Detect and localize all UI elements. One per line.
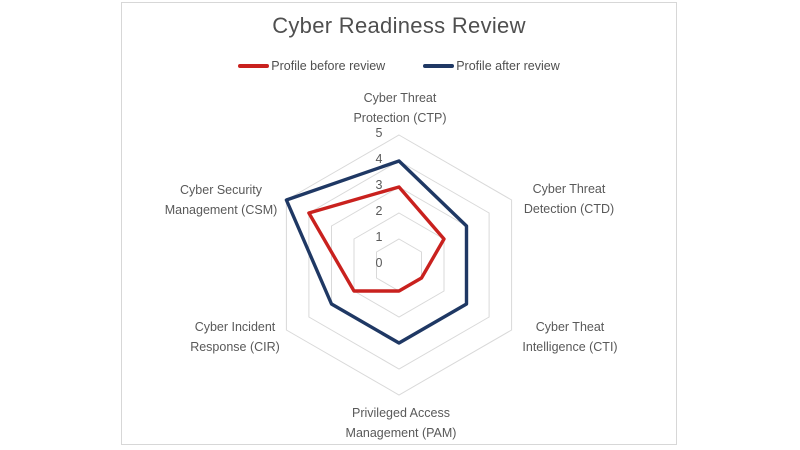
tick-label-4: 4 [376, 152, 383, 166]
legend-item-before: Profile before review [238, 59, 385, 73]
grid-ring-4 [308, 160, 490, 370]
series-polygon-before [307, 185, 446, 293]
grid-ring-3 [331, 186, 467, 344]
legend-swatch-after [423, 64, 455, 68]
tick-label-0: 0 [376, 256, 383, 270]
tick-label-5: 5 [376, 126, 383, 140]
grid-ring-5 [285, 134, 513, 396]
tick-label-3: 3 [376, 178, 383, 192]
chart-title: Cyber Readiness Review [272, 13, 526, 38]
legend-label-before: Profile before review [271, 59, 386, 73]
chart-legend: Profile before review Profile after revi… [121, 59, 677, 73]
tick-label-2: 2 [376, 204, 383, 218]
legend-label-after: Profile after review [456, 59, 560, 73]
legend-swatch-before [238, 64, 270, 68]
tick-label-1: 1 [376, 230, 383, 244]
legend-item-after: Profile after review [423, 59, 560, 73]
chart-frame [121, 2, 677, 445]
series-polygon-after [284, 159, 469, 345]
